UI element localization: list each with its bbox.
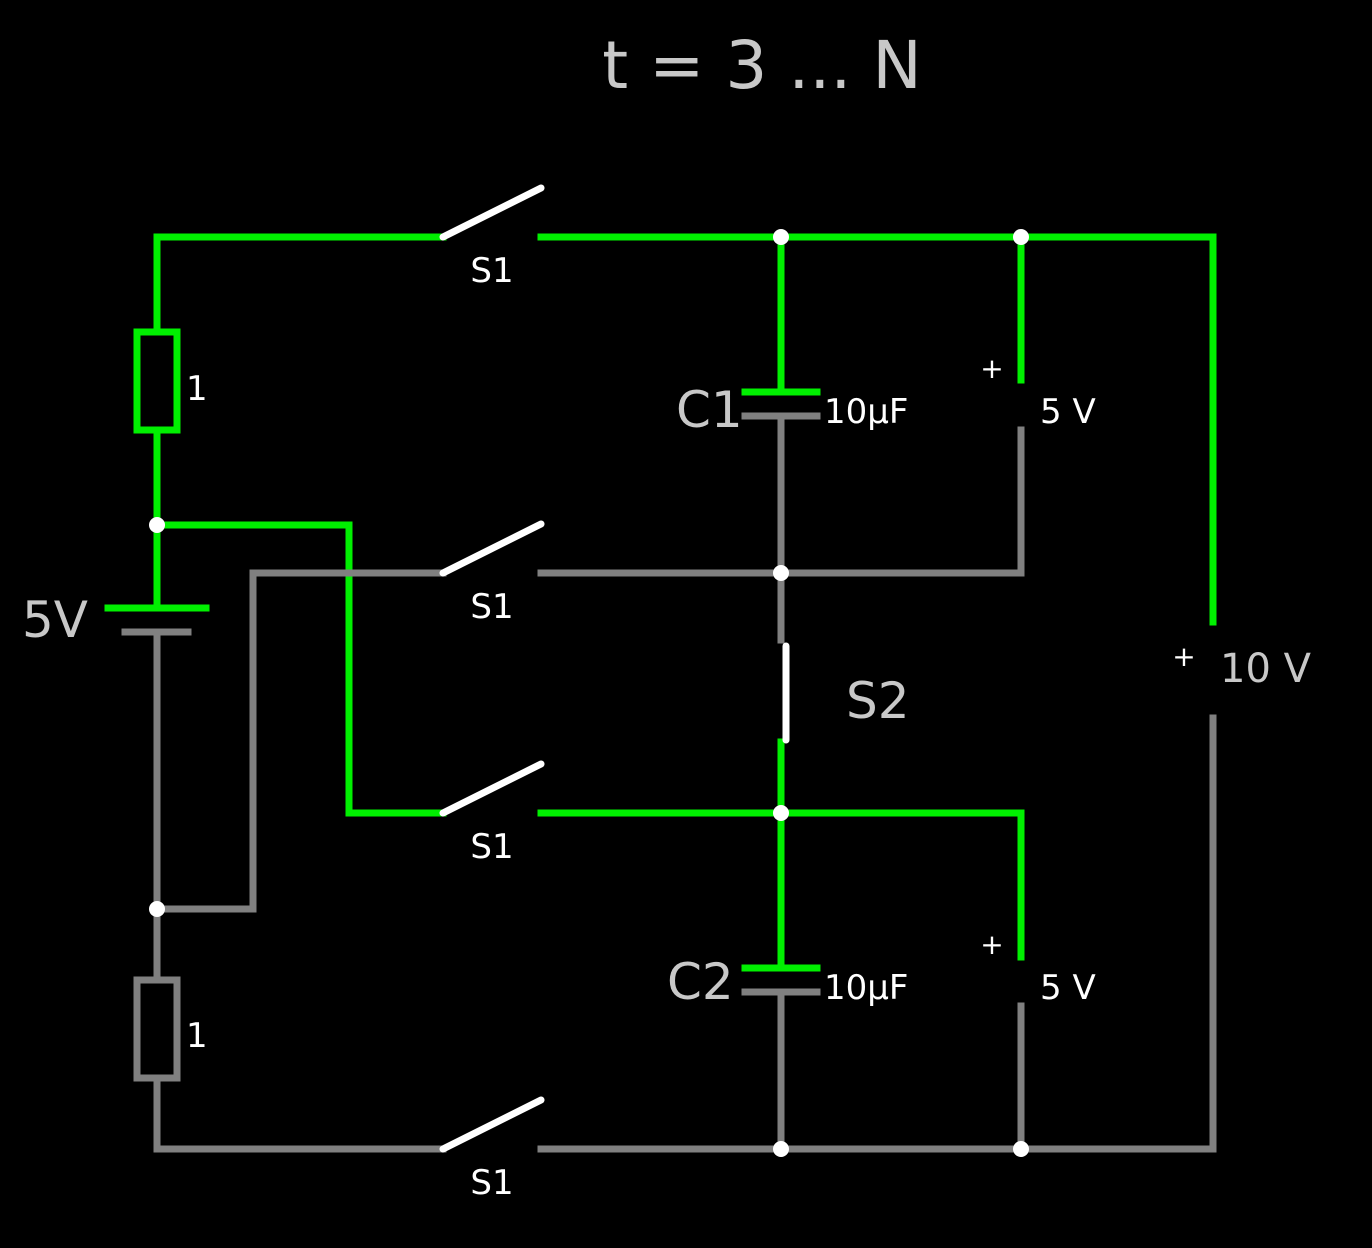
page-title: t = 3 ... N [602, 27, 921, 104]
junction-dot [773, 805, 789, 821]
junction-dot [773, 1141, 789, 1157]
switch-s1-bottom-label: S1 [470, 1163, 513, 1203]
wire-mid-lower-rail [537, 809, 1025, 961]
capacitor-c2-value: 10µF [824, 968, 908, 1008]
wire-bottom-rail [537, 714, 1217, 1153]
wire-src1-bottom [537, 426, 1025, 577]
battery-label: 5V [22, 591, 88, 649]
resistor-top-value: 1 [186, 369, 208, 409]
junction-dot [149, 901, 165, 917]
switch-s1-third-label: S1 [470, 827, 513, 867]
resistor-top-body [133, 328, 181, 434]
switch-s2-label: S2 [846, 672, 910, 730]
wire-cross-to-s1-3 [153, 521, 447, 817]
junction-dot [149, 517, 165, 533]
source-main-polarity: + [1172, 640, 1195, 673]
switch-s1-second-label: S1 [470, 587, 513, 627]
wire-top-left [153, 233, 447, 336]
capacitor-c2-name: C2 [667, 953, 734, 1011]
source-lower-polarity: + [980, 928, 1003, 961]
junctions [149, 229, 1029, 1157]
junction-dot [773, 565, 789, 581]
switches [439, 184, 790, 1153]
source-main-value: 10 V [1220, 646, 1312, 692]
junction-dot [773, 229, 789, 245]
wire-s1-2-left [153, 569, 447, 913]
switch-s1-bottom [439, 1096, 545, 1153]
energized-wires [104, 233, 1217, 972]
capacitor-c1-value: 10µF [824, 392, 908, 432]
switch-s1-second [439, 520, 545, 577]
source-lower-value: 5 V [1040, 968, 1096, 1008]
junction-dot [1013, 229, 1029, 245]
resistor-bottom-value: 1 [186, 1016, 208, 1056]
resistor-bottom-body [133, 976, 181, 1082]
wire-top-rail [537, 233, 1217, 626]
switch-s1-third [439, 760, 545, 817]
inactive-wires [121, 412, 1217, 1153]
source-upper-polarity: + [980, 352, 1003, 385]
junction-dot [1013, 1141, 1029, 1157]
capacitor-c1-name: C1 [676, 381, 743, 439]
switch-s1-top [439, 184, 545, 241]
wire-r2-bottom [153, 1074, 447, 1153]
switch-s1-top-label: S1 [470, 251, 513, 291]
source-upper-value: 5 V [1040, 392, 1096, 432]
